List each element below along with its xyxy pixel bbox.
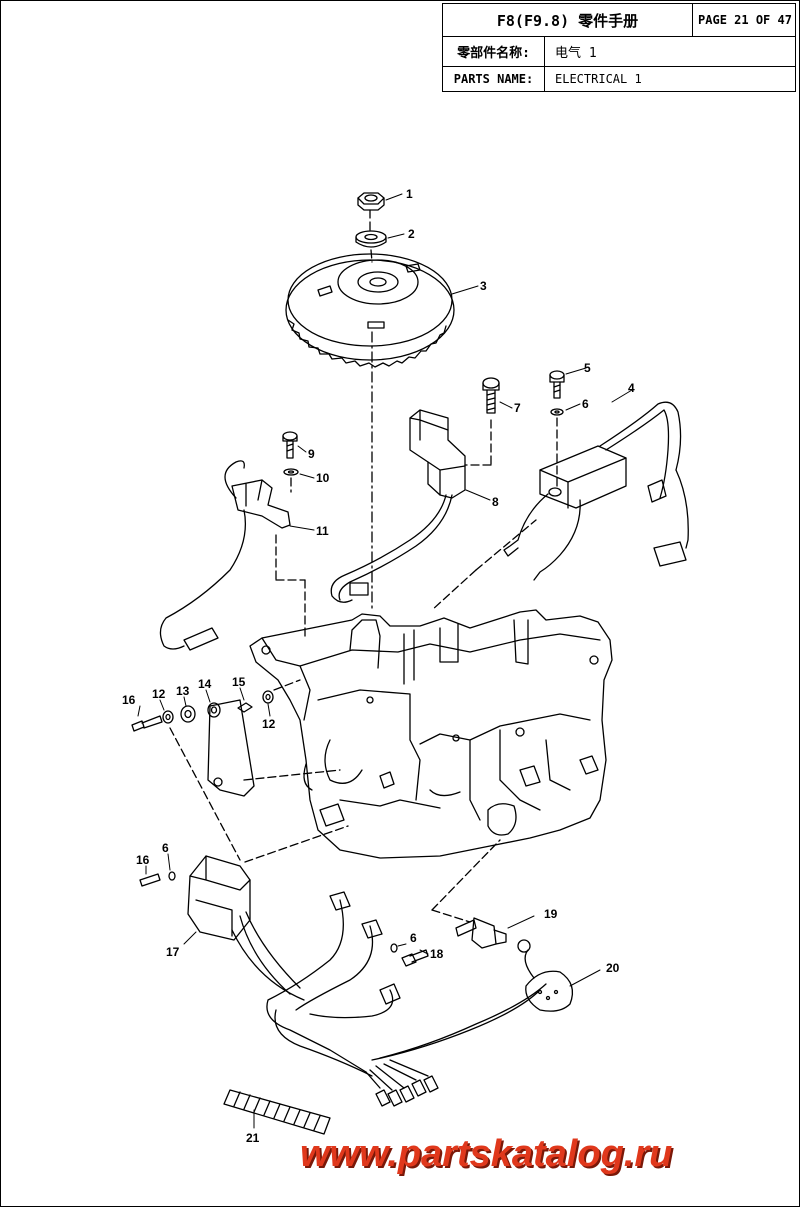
engine-block — [249, 609, 613, 859]
page-info: PAGE 21 OF 47 — [698, 13, 792, 27]
callout-19: 19 — [544, 907, 558, 921]
callout-10: 10 — [316, 471, 330, 485]
callout-3: 3 — [480, 279, 487, 293]
screw-part — [282, 431, 299, 493]
callout-17: 17 — [166, 945, 180, 959]
callout-9: 9 — [308, 447, 315, 461]
callout-16b: 16 — [136, 853, 150, 867]
callout-12a: 12 — [152, 687, 166, 701]
callout-8: 8 — [492, 495, 499, 509]
regulator-part — [330, 409, 466, 603]
washer-part — [355, 230, 387, 248]
callout-11: 11 — [316, 524, 329, 538]
title-block: F8(F9.8) 零件手册 PAGE 21 OF 47 零部件名称: 电气 1 … — [442, 3, 796, 92]
callout-15: 15 — [232, 675, 246, 689]
callout-4: 4 — [628, 381, 635, 395]
parts-name-label-cn: 零部件名称: — [443, 37, 545, 66]
pulser-coil-part — [159, 460, 306, 651]
corrugated-tube-part — [223, 1089, 331, 1135]
bolt-washer-lower — [390, 943, 429, 967]
callout-7: 7 — [514, 401, 521, 415]
parts-name-label-en: PARTS NAME: — [443, 67, 545, 91]
callout-1: 1 — [406, 187, 413, 201]
callout-13: 13 — [176, 684, 190, 698]
cap-boot-part — [517, 939, 574, 1012]
callout-14: 14 — [198, 677, 212, 691]
nut-part — [357, 192, 385, 211]
callout-20: 20 — [606, 961, 620, 975]
callout-12b: 12 — [262, 717, 276, 731]
callout-labels: 1 2 3 4 5 6 7 8 9 10 11 12 13 14 15 12 1… — [122, 187, 635, 1145]
leader-lines — [137, 193, 633, 1129]
sensor-bracket-parts — [131, 679, 341, 861]
parts-name-value-cn: 电气 1 — [555, 46, 597, 61]
callout-6c: 6 — [410, 931, 417, 945]
bolt-part — [464, 377, 500, 466]
parts-name-value-en: ELECTRICAL 1 — [555, 72, 642, 86]
callout-5: 5 — [584, 361, 591, 375]
callout-6b: 6 — [162, 841, 169, 855]
callout-21: 21 — [246, 1131, 260, 1145]
flywheel-part — [285, 209, 455, 611]
bolt-part-small — [549, 370, 565, 491]
callout-6: 6 — [582, 397, 589, 411]
wiring-harness — [266, 891, 547, 1107]
temp-sensor-part — [431, 839, 507, 949]
watermark-link[interactable]: www.partskatalog.ru — [300, 1133, 673, 1175]
callout-18: 18 — [430, 947, 444, 961]
ignition-coil-part — [431, 401, 689, 611]
callout-16a: 16 — [122, 693, 136, 707]
manual-title: F8(F9.8) 零件手册 — [443, 4, 693, 36]
cdi-unit-part — [139, 825, 349, 1001]
callout-2: 2 — [408, 227, 415, 241]
